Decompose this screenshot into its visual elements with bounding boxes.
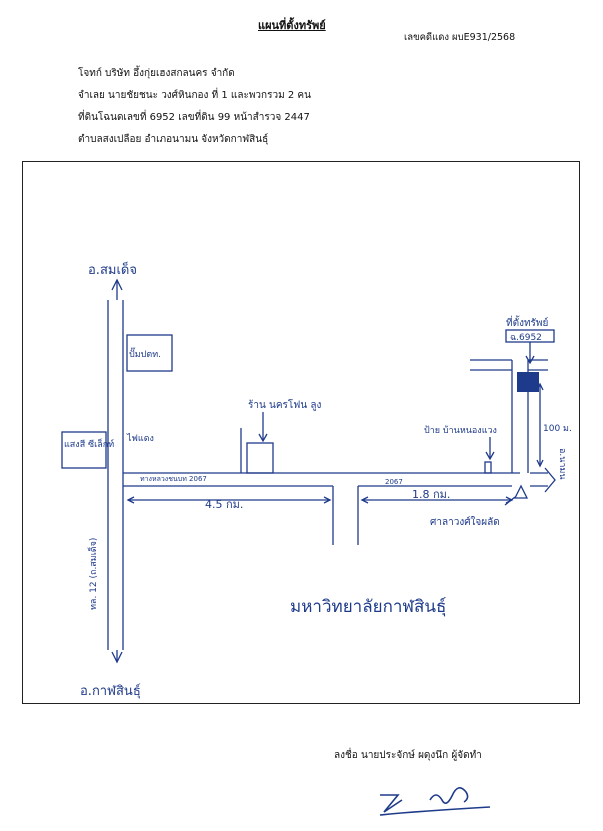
arrow-right-icon (544, 467, 556, 493)
label-village-sign: ป้าย บ้านหนองแวง (424, 425, 497, 436)
label-distance-2: 1.8 กม. (412, 488, 450, 501)
case-number: เลขคดีแดง ผบE931/2568 (404, 32, 516, 43)
label-traffic-light: ไฟแดง (126, 433, 154, 444)
label-store: ร้าน นครโฟน ลูง (248, 398, 321, 411)
label-property: ที่ตั้งทรัพย์ (506, 315, 548, 329)
plaintiff-line: โจทก์ บริษัท อึ้งกุ่ยเฮงสกลนคร จำกัด (78, 68, 235, 79)
label-ptt: ปั๊มปตท. (129, 347, 161, 360)
defendant-line: จำเลย นายชัยชนะ วงศ์หินกอง ที่ 1 และพวกร… (78, 90, 311, 101)
label-left-building: แสงสี ซีเล็กท์ (64, 437, 114, 450)
label-road-number: 2067 (385, 478, 403, 486)
label-bottom-destination: อ.กาฬสินธุ์ (80, 683, 141, 699)
store-box (246, 442, 274, 474)
label-deed: ฉ.6952 (510, 333, 542, 343)
map-frame (22, 161, 580, 704)
deed-line: ที่ดินโฉนดเลขที่ 6952 เลขที่ดิน 99 หน้าส… (78, 112, 310, 123)
property-parcel (517, 372, 539, 392)
label-highway: ทล. 12 (ถ.สมเด็จ) (86, 538, 99, 610)
signature-line: ลงชื่อ นายประจักษ์ ผดุงนึก ผู้จัดทำ (334, 750, 482, 761)
left-building-box (61, 431, 107, 469)
label-right-destination: อ.นามน (557, 448, 567, 480)
document-title: แผนที่ตั้งทรัพย์ (258, 19, 326, 32)
signature-mark (379, 787, 491, 816)
ptt-station-box (126, 334, 173, 372)
label-top-destination: อ.สมเด็จ (88, 260, 137, 278)
label-university: มหาวิทยาลัยกาฬสินธุ์ (290, 597, 446, 617)
label-pavilion: ศาลาวงศ์ใจผลัด (430, 516, 500, 528)
pavilion-triangle-icon (513, 484, 529, 499)
label-side-road: ทางหลวงชนบท 2067 (140, 475, 207, 483)
label-distance-3: 100 ม. (543, 424, 572, 434)
label-distance-1: 4.5 กม. (205, 498, 243, 511)
location-line: ตำบลสงเปลือย อำเภอนามน จังหวัดกาฬสินธุ์ (78, 134, 269, 145)
